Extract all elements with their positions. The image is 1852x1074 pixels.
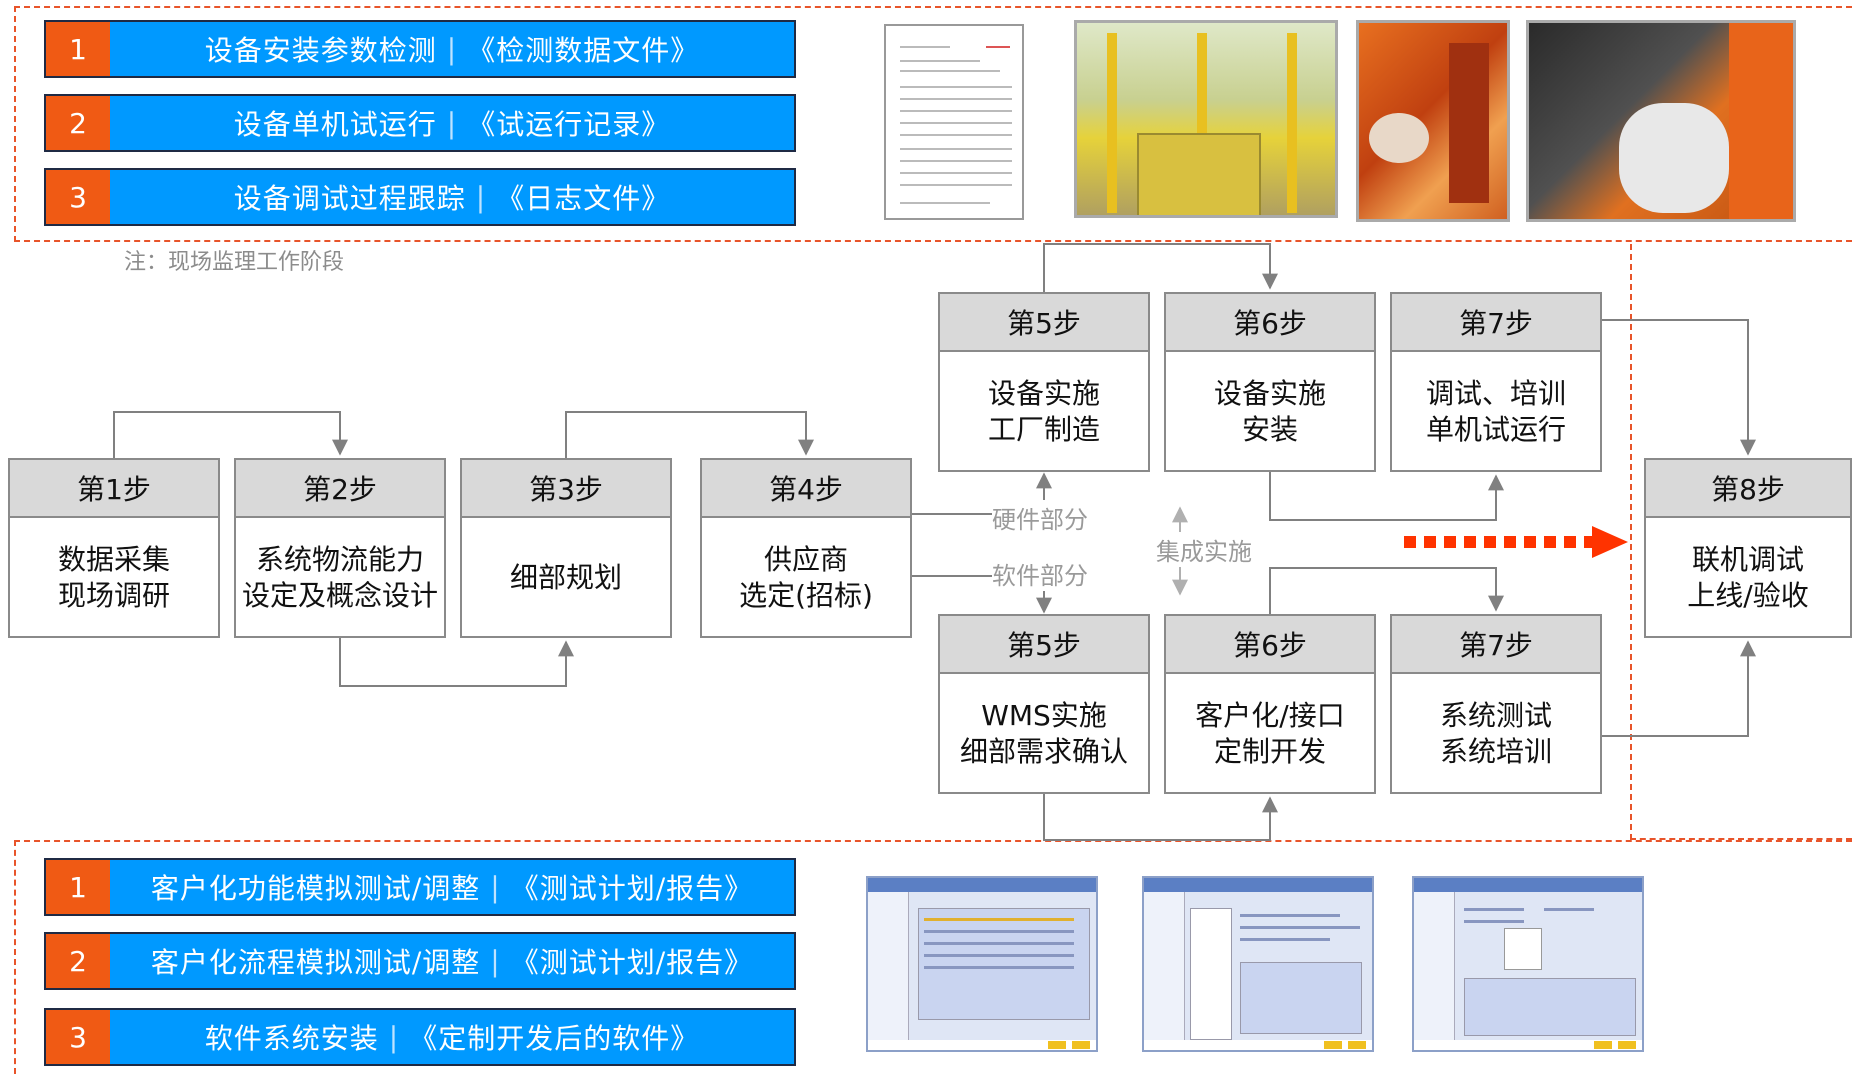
top-task-1: 1 设备安装参数检测 | 《检测数据文件》 bbox=[44, 20, 796, 78]
software-step-5-box: 第5步 WMS实施 细部需求确认 bbox=[938, 614, 1150, 794]
step-title: 第5步 bbox=[940, 294, 1148, 352]
step-desc-line: WMS实施 bbox=[981, 699, 1107, 732]
step-desc-line: 现场调研 bbox=[57, 579, 170, 612]
step-3-box: 第3步 细部规划 bbox=[460, 458, 672, 638]
final-stage-frame bbox=[1630, 244, 1852, 840]
hardware-step-7-box: 第7步 调试、培训 单机试运行 bbox=[1390, 292, 1602, 472]
software-screenshot-2 bbox=[1142, 876, 1374, 1052]
step-title: 第6步 bbox=[1166, 294, 1374, 352]
task-doc: 《检测数据文件》 bbox=[467, 34, 700, 67]
step-4-box: 第4步 供应商 选定(招标) bbox=[700, 458, 912, 638]
top-task-2: 2 设备单机试运行 | 《试运行记录》 bbox=[44, 94, 796, 152]
top-task-3: 3 设备调试过程跟踪 | 《日志文件》 bbox=[44, 168, 796, 226]
step-desc-line: 供应商 bbox=[763, 543, 848, 576]
software-screenshot-1 bbox=[866, 876, 1098, 1052]
step-1-box: 第1步 数据采集 现场调研 bbox=[8, 458, 220, 638]
step-title: 第4步 bbox=[702, 460, 910, 518]
software-testing-frame bbox=[14, 840, 1852, 1074]
task-text: 客户化流程模拟测试/调整 bbox=[150, 946, 481, 979]
step-desc-line: 联机调试 bbox=[1691, 543, 1804, 576]
software-label: 软件部分 bbox=[992, 556, 1088, 591]
step-desc-line: 细部规划 bbox=[509, 561, 622, 594]
task-doc: 《测试计划/报告》 bbox=[510, 872, 754, 905]
step-desc-line: 调试、培训 bbox=[1425, 377, 1566, 410]
equipment-installation-photo bbox=[1074, 20, 1338, 218]
step-title: 第8步 bbox=[1646, 460, 1850, 518]
task-text: 设备安装参数检测 bbox=[204, 34, 437, 67]
task-number: 2 bbox=[46, 96, 110, 150]
step-desc-line: 选定(招标) bbox=[739, 579, 873, 612]
onsite-supervision-frame bbox=[14, 6, 1852, 242]
software-step-6-box: 第6步 客户化/接口 定制开发 bbox=[1164, 614, 1376, 794]
step-desc-line: 系统物流能力 bbox=[255, 543, 424, 576]
step-desc-line: 设定及概念设计 bbox=[241, 579, 438, 612]
step-desc-line: 工厂制造 bbox=[987, 413, 1100, 446]
task-doc: 《日志文件》 bbox=[496, 182, 671, 215]
step-desc-line: 数据采集 bbox=[57, 543, 170, 576]
task-text: 设备单机试运行 bbox=[233, 108, 437, 141]
step-8-box: 第8步 联机调试 上线/验收 bbox=[1644, 458, 1852, 638]
hardware-step-5-box: 第5步 设备实施 工厂制造 bbox=[938, 292, 1150, 472]
step-desc-line: 细部需求确认 bbox=[959, 735, 1128, 768]
bottom-task-3: 3 软件系统安装 | 《定制开发后的软件》 bbox=[44, 1008, 796, 1066]
step-title: 第5步 bbox=[940, 616, 1148, 674]
inspection-document-thumbnail bbox=[884, 24, 1024, 220]
bottom-task-1: 1 客户化功能模拟测试/调整 | 《测试计划/报告》 bbox=[44, 858, 796, 916]
step-title: 第3步 bbox=[462, 460, 670, 518]
step-desc-line: 客户化/接口 bbox=[1195, 699, 1345, 732]
task-text: 客户化功能模拟测试/调整 bbox=[150, 872, 481, 905]
equipment-debugging-photo bbox=[1356, 20, 1510, 222]
software-step-7-box: 第7步 系统测试 系统培训 bbox=[1390, 614, 1602, 794]
step-title: 第7步 bbox=[1392, 294, 1600, 352]
step-desc-line: 上线/验收 bbox=[1687, 579, 1809, 612]
software-screenshot-3 bbox=[1412, 876, 1644, 1052]
bottom-task-2: 2 客户化流程模拟测试/调整 | 《测试计划/报告》 bbox=[44, 932, 796, 990]
task-doc: 《测试计划/报告》 bbox=[510, 946, 754, 979]
task-doc: 《定制开发后的软件》 bbox=[409, 1022, 700, 1055]
step-desc-line: 定制开发 bbox=[1213, 735, 1326, 768]
step-title: 第6步 bbox=[1166, 616, 1374, 674]
step-title: 第7步 bbox=[1392, 616, 1600, 674]
equipment-testing-photo bbox=[1526, 20, 1796, 222]
divider-bar-icon: | bbox=[475, 180, 487, 214]
divider-bar-icon: | bbox=[446, 106, 458, 140]
divider-bar-icon: | bbox=[388, 1020, 400, 1054]
task-number: 1 bbox=[46, 22, 110, 76]
hardware-step-6-box: 第6步 设备实施 安装 bbox=[1164, 292, 1376, 472]
step-desc-line: 系统培训 bbox=[1439, 735, 1552, 768]
step-desc-line: 设备实施 bbox=[1213, 377, 1326, 410]
step-desc-line: 安装 bbox=[1241, 413, 1298, 446]
step-title: 第2步 bbox=[236, 460, 444, 518]
step-desc-line: 系统测试 bbox=[1439, 699, 1552, 732]
task-number: 1 bbox=[46, 860, 110, 914]
divider-bar-icon: | bbox=[446, 32, 458, 66]
step-title: 第1步 bbox=[10, 460, 218, 518]
task-doc: 《试运行记录》 bbox=[467, 108, 671, 141]
step-desc-line: 设备实施 bbox=[987, 377, 1100, 410]
divider-bar-icon: | bbox=[490, 944, 501, 978]
task-text: 设备调试过程跟踪 bbox=[233, 182, 466, 215]
task-text: 软件系统安装 bbox=[204, 1022, 379, 1055]
task-number: 3 bbox=[46, 1010, 110, 1064]
integration-label: 集成实施 bbox=[1156, 532, 1252, 567]
task-number: 2 bbox=[46, 934, 110, 988]
task-number: 3 bbox=[46, 170, 110, 224]
step-2-box: 第2步 系统物流能力 设定及概念设计 bbox=[234, 458, 446, 638]
hardware-label: 硬件部分 bbox=[992, 500, 1088, 535]
note-text: 注：现场监理工作阶段 bbox=[124, 250, 345, 275]
step-desc-line: 单机试运行 bbox=[1425, 413, 1566, 446]
divider-bar-icon: | bbox=[490, 870, 501, 904]
